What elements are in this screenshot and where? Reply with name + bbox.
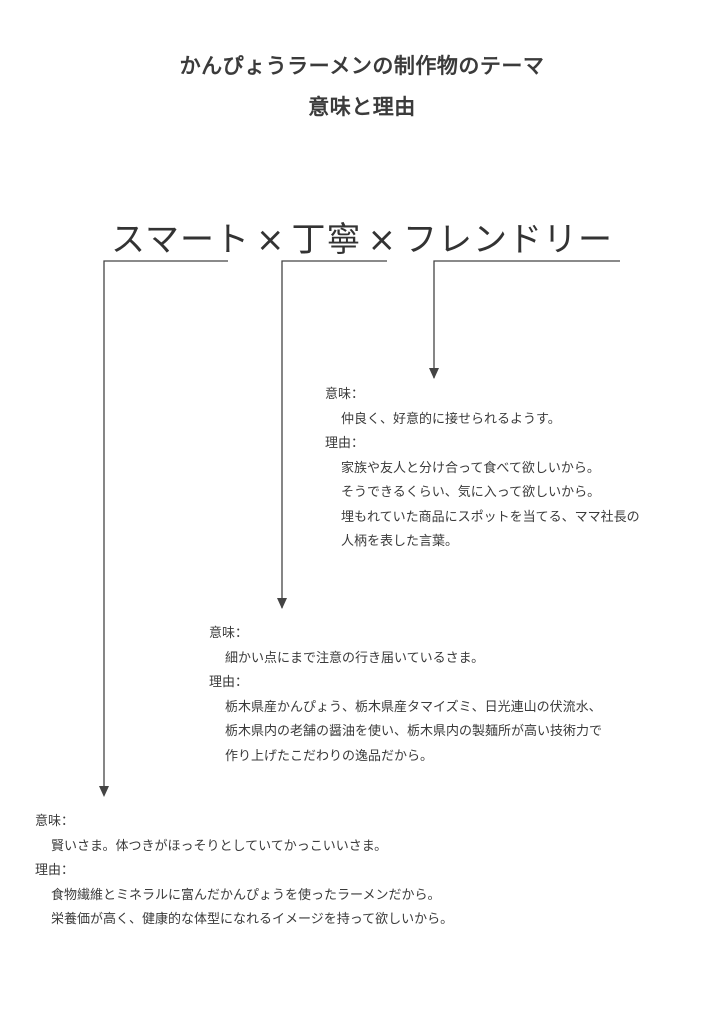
friendly-explanation: 意味： 仲良く、好意的に接せられるようす。 理由： 家族や友人と分け合って食べて… [325, 383, 640, 555]
reason-label: 理由： [325, 436, 365, 451]
meaning-line: 賢いさま。体つきがほっそりとしていてかっこいいさま。 [51, 838, 388, 854]
meaning-label: 意味： [35, 814, 75, 829]
reason-line: そうできるくらい、気に入って欲しいから。 [341, 485, 601, 500]
meaning-line: 細かい点にまで注意の行き届いているさま。 [225, 650, 485, 666]
polite-explanation: 意味： 細かい点にまで注意の行き届いているさま。 理由： 栃木県産かんぴょう、栃… [209, 622, 602, 769]
theme-separator: × [255, 220, 286, 260]
connector-polite [281, 260, 387, 608]
theme-heading: スマート×丁寧×フレンドリー [0, 212, 724, 261]
reason-line: 食物繊維とミネラルに富んだかんぴょうを使ったラーメンだから。 [51, 887, 441, 903]
arrow-polite-icon [277, 598, 287, 609]
meaning-line: 仲良く、好意的に接せられるようす。 [341, 411, 561, 427]
reason-line: 栄養価が高く、健康的な体型になれるイメージを持って欲しいから。 [51, 912, 454, 927]
theme-separator: × [367, 220, 397, 260]
theme-word-friendly: フレンドリー [402, 220, 613, 260]
theme-word-smart: スマート [111, 220, 250, 260]
arrow-friendly-icon [429, 368, 439, 379]
reason-label: 理由： [35, 863, 75, 878]
meaning-label: 意味： [209, 626, 249, 641]
connector-friendly [433, 260, 620, 378]
reason-line: 家族や友人と分け合って食べて欲しいから。 [341, 460, 600, 476]
reason-line: 栃木県産かんぴょう、栃木県産タマイズミ、日光連山の伏流水、 [225, 699, 602, 715]
arrow-smart-icon [99, 786, 109, 797]
reason-line: 埋もれていた商品にスポットを当てる、ママ社長の [341, 509, 640, 525]
reason-label: 理由： [209, 675, 249, 690]
smart-explanation: 意味： 賢いさま。体つきがほっそりとしていてかっこいいさま。 理由： 食物繊維と… [35, 810, 453, 933]
reason-line: 人柄を表した言葉。 [341, 534, 459, 549]
reason-line: 作り上げたこだわりの逸品だから。 [225, 748, 434, 764]
page-title: かんぴょうラーメンの制作物のテーマ [179, 54, 545, 78]
connector-smart [103, 260, 228, 795]
theme-word-polite: 丁寧 [291, 220, 362, 260]
page-subtitle: 意味と理由 [308, 95, 416, 119]
reason-line: 栃木県内の老舗の醤油を使い、栃木県内の製麺所が高い技術力で [225, 724, 603, 739]
meaning-label: 意味： [325, 387, 365, 402]
